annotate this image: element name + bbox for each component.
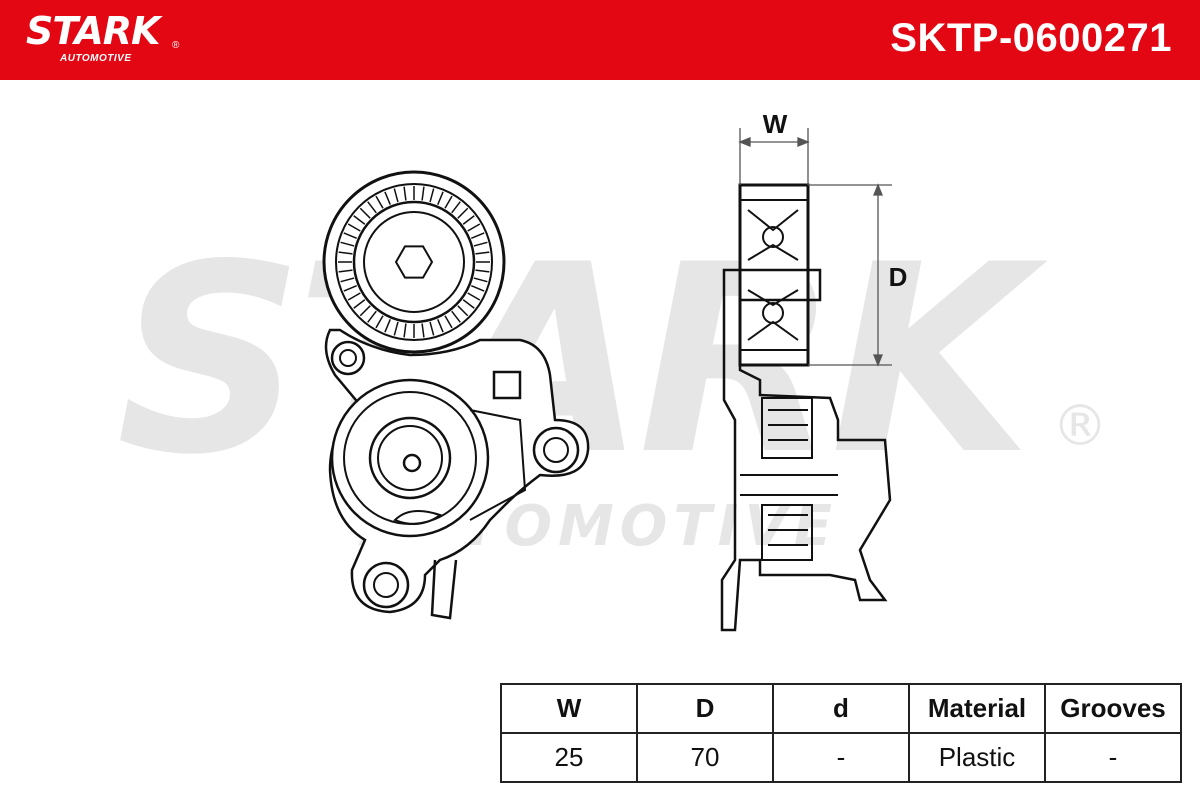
logo-subtitle: AUTOMOTIVE xyxy=(60,53,132,64)
pulley-rib xyxy=(437,191,444,206)
value-material: Plastic xyxy=(908,733,1045,782)
watermark-reg-mark: ® xyxy=(1052,394,1108,459)
value-d: 70 xyxy=(636,733,773,782)
pulley-rib xyxy=(338,251,353,255)
pulley-rib xyxy=(467,223,481,232)
pulley-rib xyxy=(359,207,371,219)
bearing-top xyxy=(747,209,799,261)
pulley-rib xyxy=(470,285,485,292)
pulley-rib xyxy=(347,292,361,301)
w-dimension-label: W xyxy=(763,109,788,139)
part-number: SKTP-0600271 xyxy=(890,16,1172,60)
header-material: Material xyxy=(908,684,1045,734)
side-view xyxy=(720,183,892,632)
header-w: W xyxy=(501,684,637,734)
mount-hole-right xyxy=(532,426,580,474)
pulley-rib xyxy=(444,195,453,209)
spring-coil-bottom xyxy=(761,504,813,561)
header-grooves: Grooves xyxy=(1044,684,1181,734)
pulley-rib xyxy=(340,277,355,283)
mount-hole-bottom xyxy=(362,561,410,609)
pulley-rib xyxy=(384,191,391,206)
locating-pin xyxy=(430,559,458,620)
mount-hole-top xyxy=(330,340,366,376)
pulley-rib xyxy=(353,299,366,309)
pulley-rib xyxy=(353,215,366,225)
pulley-rib xyxy=(421,186,425,201)
pulley-rib xyxy=(347,223,361,232)
pulley-rib xyxy=(451,310,461,323)
pulley-rib xyxy=(384,318,391,333)
pulley-rib xyxy=(375,195,384,209)
pulley-rib xyxy=(393,188,399,203)
pulley-rib xyxy=(367,310,377,323)
bracket-tab xyxy=(492,370,522,400)
pulley-rib xyxy=(475,269,490,273)
pulley-rib xyxy=(359,305,371,317)
pulley-rib xyxy=(403,323,407,338)
stark-logo: STARK ® AUTOMOTIVE xyxy=(26,9,179,64)
spec-table: W D d Material Grooves 25 70 - Plastic - xyxy=(500,683,1182,783)
spring-coil-top xyxy=(761,397,813,459)
logo-text: STARK xyxy=(26,9,160,53)
pulley-rib xyxy=(473,241,488,247)
pivot-bolt-hole xyxy=(402,453,422,473)
pivot-housing xyxy=(330,378,490,538)
pulley-rib xyxy=(467,292,481,301)
pulley-rib xyxy=(457,305,469,317)
pulley-rib xyxy=(375,315,384,329)
pulley-rib xyxy=(393,321,399,336)
dimension-lines xyxy=(738,128,892,367)
pulley-section xyxy=(738,183,810,367)
pulley-rib xyxy=(462,215,475,225)
bearing-bottom xyxy=(747,289,799,341)
watermark-text: STARK xyxy=(116,210,1049,512)
hub-section xyxy=(720,268,892,632)
value-w: 25 xyxy=(554,742,584,772)
pulley-rib xyxy=(343,285,358,292)
value-small-d: - xyxy=(772,733,909,782)
pulley-rib xyxy=(437,318,444,333)
pulley-rib xyxy=(340,241,355,247)
pulley-rib xyxy=(338,269,353,273)
header-d: D xyxy=(636,684,773,734)
pulley-rib xyxy=(470,232,485,239)
pulley-rib xyxy=(429,321,435,336)
logo-registered-mark: ® xyxy=(172,40,180,51)
pulley-rib xyxy=(444,315,453,329)
pulley-rib xyxy=(367,201,377,214)
header-small-d: d xyxy=(772,684,909,734)
header-bar: STARK ® AUTOMOTIVE SKTP-0600271 xyxy=(0,0,1200,80)
spec-table-value-row: 25 70 - Plastic - xyxy=(501,733,1181,782)
spec-table-header-row: W D d Material Grooves xyxy=(501,684,1181,734)
pulley-rib xyxy=(343,232,358,239)
pulley-rib xyxy=(457,207,469,219)
pulley-rib xyxy=(451,201,461,214)
d-dimension-label: D xyxy=(889,262,908,292)
front-view xyxy=(322,170,590,620)
pulley-rib xyxy=(462,299,475,309)
pulley-rib xyxy=(403,186,407,201)
value-grooves: - xyxy=(1044,733,1181,782)
pulley-rib xyxy=(429,188,435,203)
pulley-rib xyxy=(473,277,488,283)
pulley-ribs xyxy=(338,186,490,338)
pulley-rib xyxy=(421,323,425,338)
hex-bolt-icon xyxy=(394,245,434,279)
pulley-rib xyxy=(475,251,490,255)
